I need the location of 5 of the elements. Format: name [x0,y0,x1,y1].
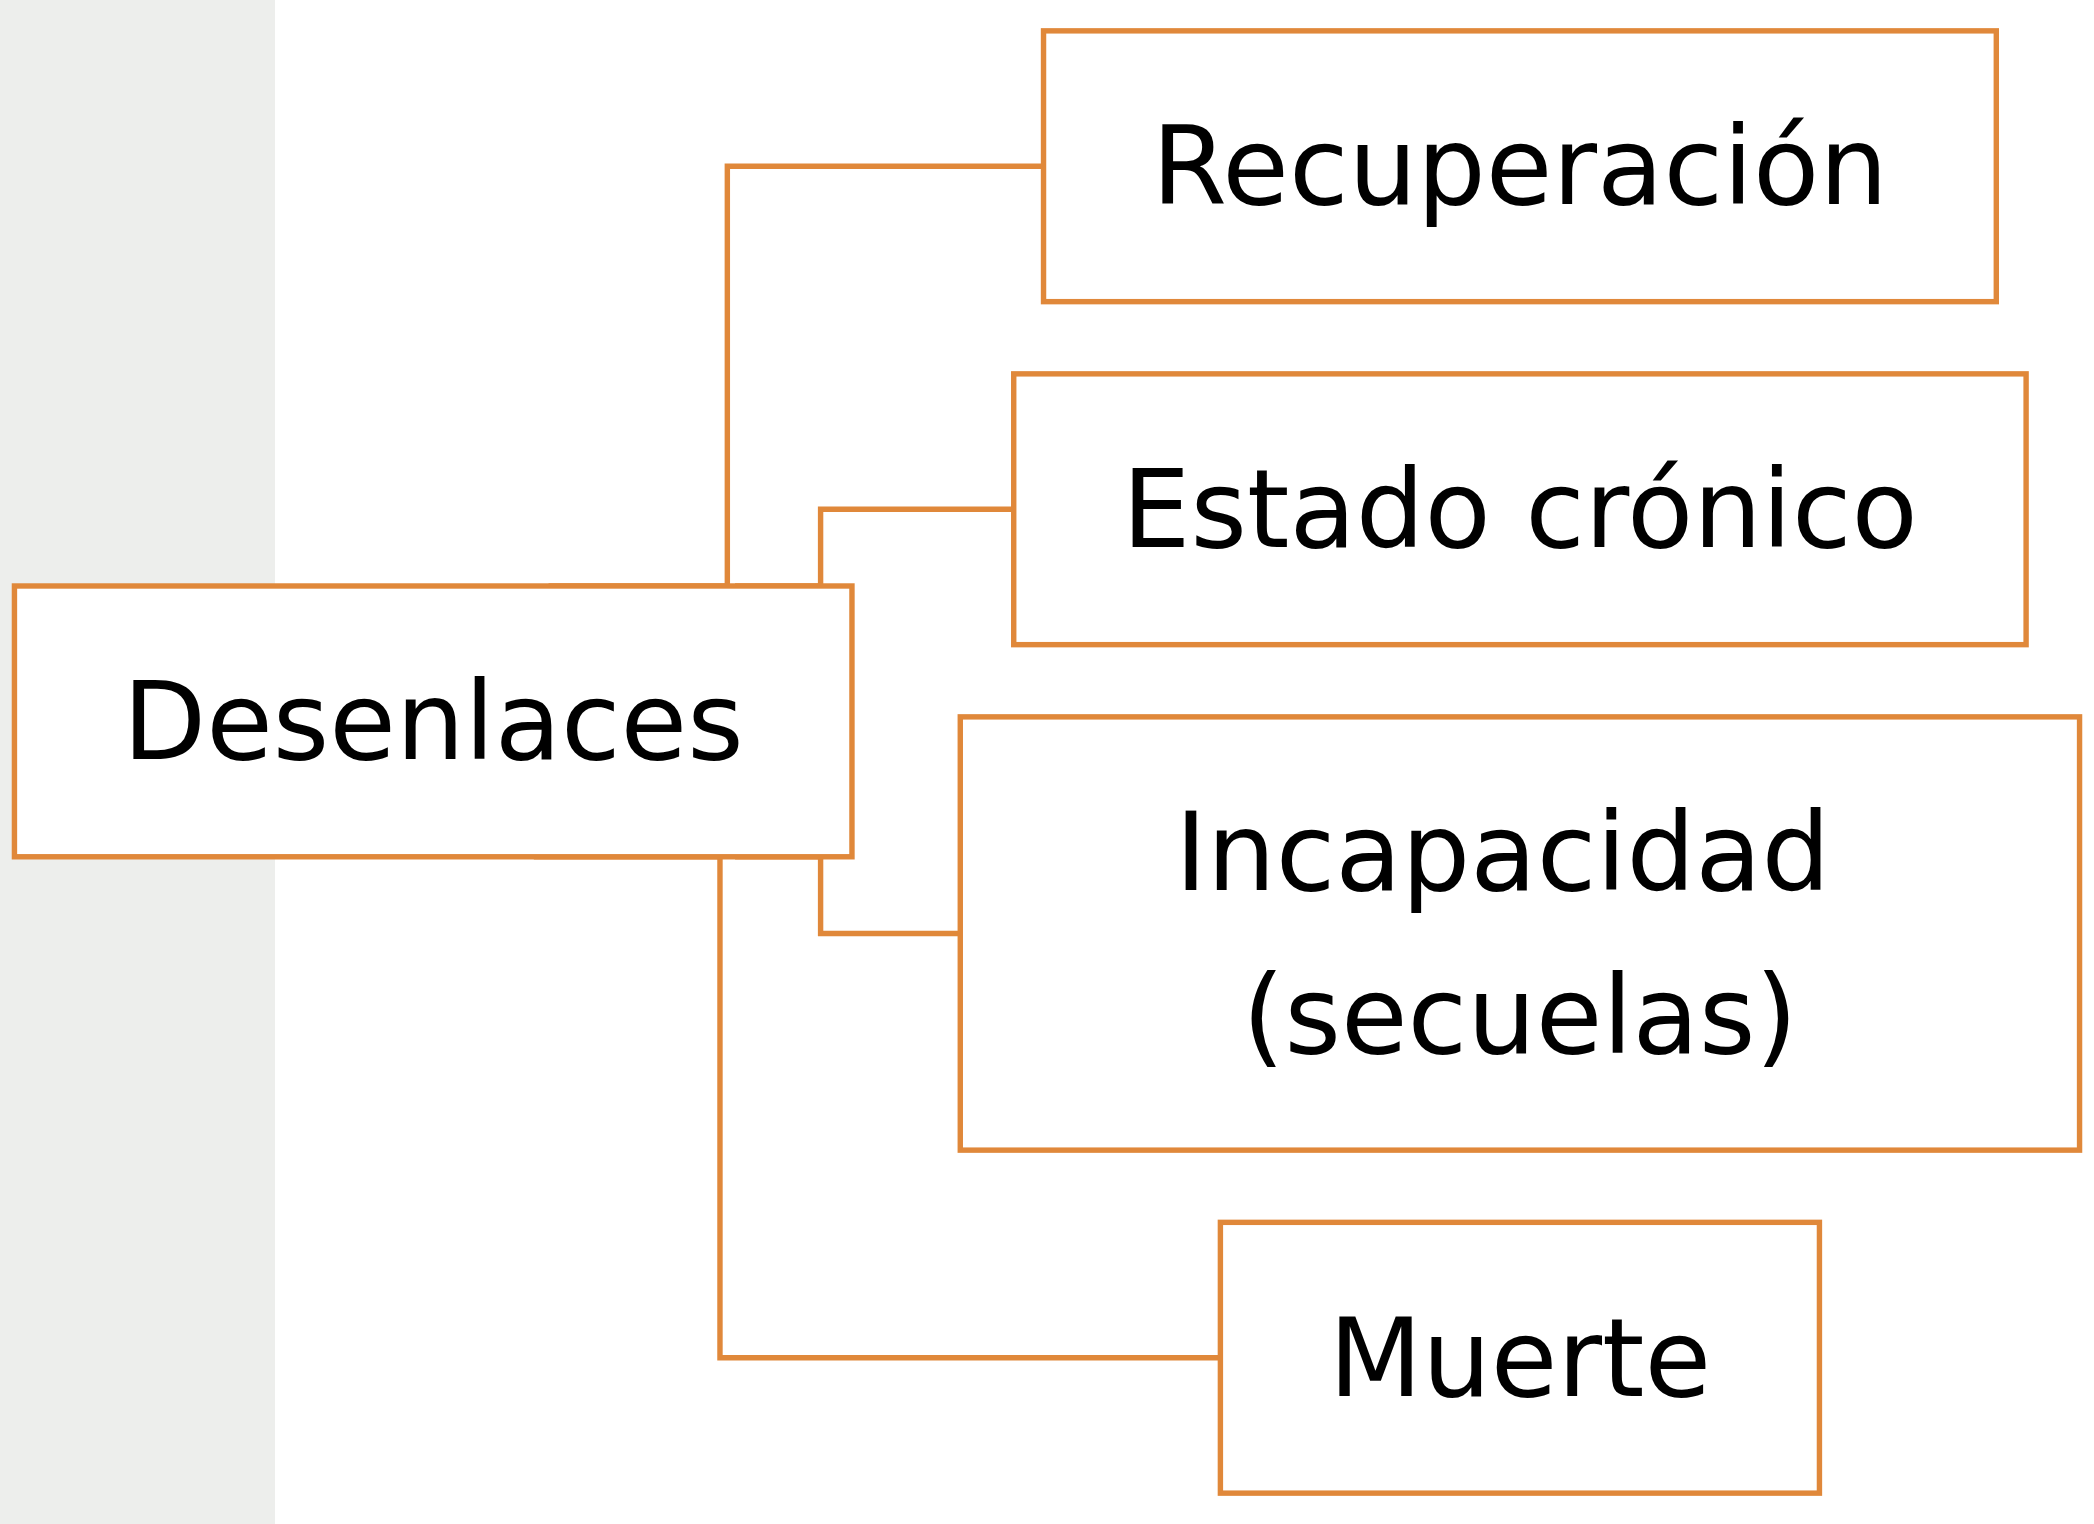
node-box: Muerte [1217,1219,1823,1496]
node-box: Incapacidad (secuelas) [957,714,2083,1153]
node-box: Recuperación [1040,28,1999,305]
node-box: Desenlaces [11,583,855,860]
node-box: Estado crónico [1011,371,2029,648]
